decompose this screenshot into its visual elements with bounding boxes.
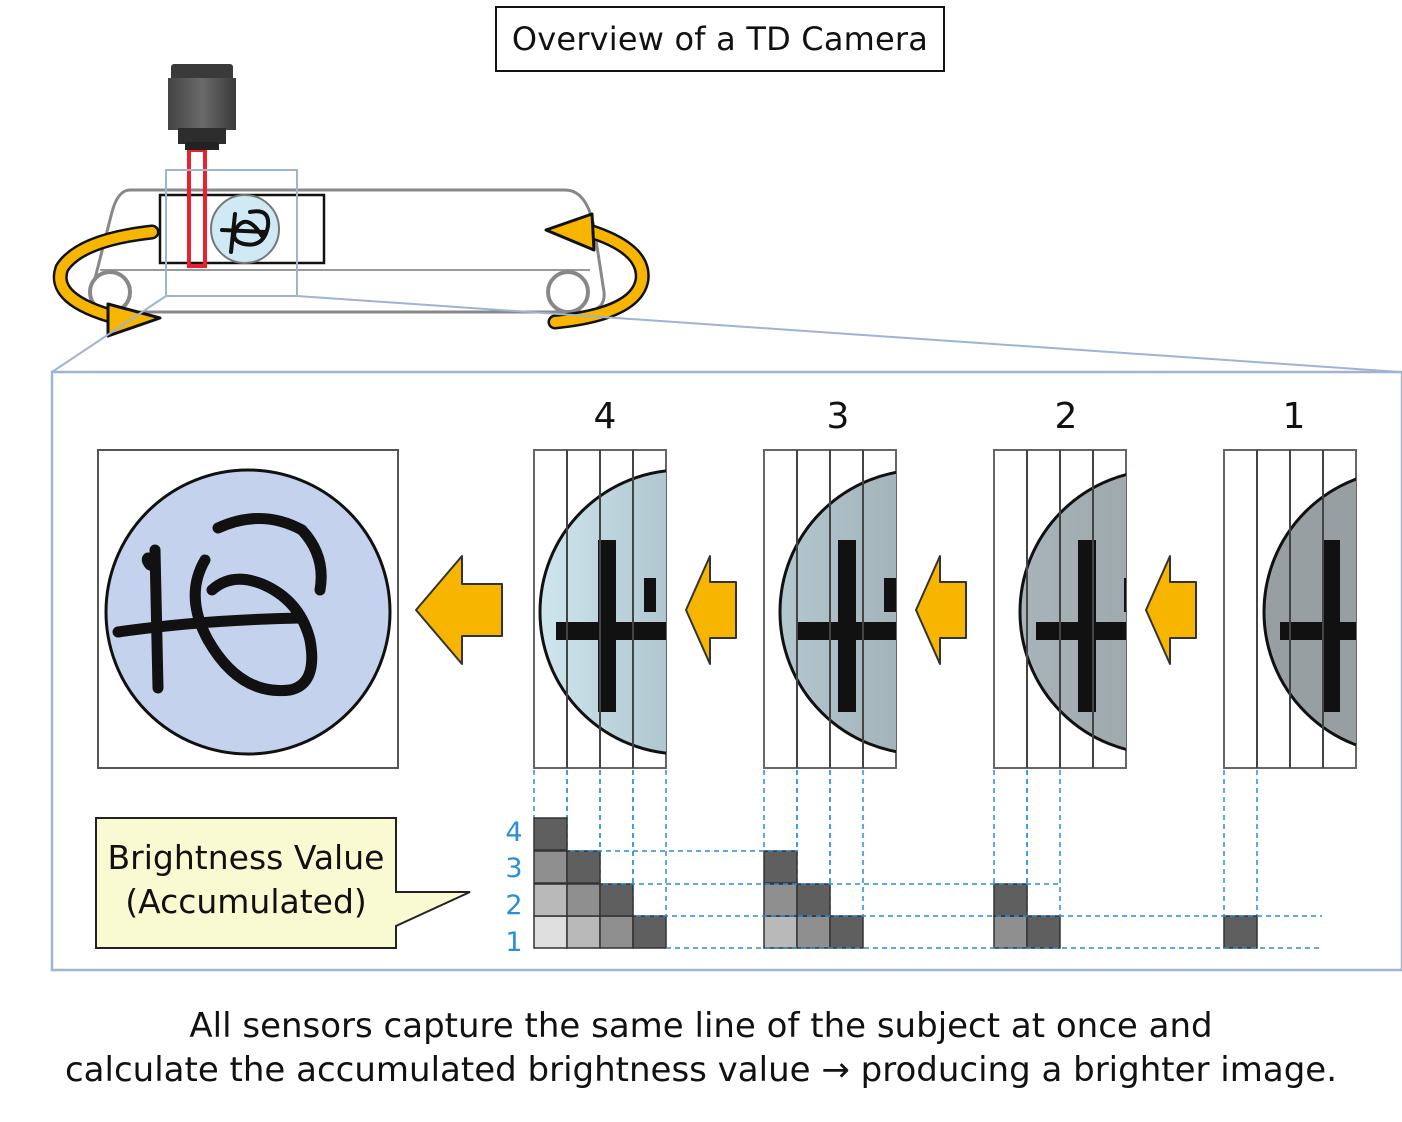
flow-arrows xyxy=(415,555,1197,665)
brightness-histogram xyxy=(1223,770,1258,949)
sensor-strip xyxy=(1223,449,1357,769)
brightness-cell xyxy=(993,915,1028,949)
flow-arrow-icon xyxy=(685,555,737,665)
brightness-cell xyxy=(533,850,568,884)
field-of-view-box xyxy=(165,169,298,297)
subject-disc xyxy=(1018,473,1126,751)
brightness-cell xyxy=(566,915,601,949)
brightness-histogram xyxy=(763,770,864,949)
stage-label: 3 xyxy=(826,396,850,437)
sensor-strip xyxy=(533,449,667,769)
stage-label: 2 xyxy=(1054,396,1078,437)
brightness-cell xyxy=(533,817,568,851)
page-title: Overview of a TD Camera xyxy=(495,6,945,72)
brightness-guides xyxy=(570,850,1322,949)
brightness-cell xyxy=(796,883,831,917)
object-mark-glyph xyxy=(220,209,271,254)
flow-arrow-icon xyxy=(415,555,503,665)
caption-line-2: calculate the accumulated brightness val… xyxy=(64,1050,1337,1090)
brightness-row-label: 1 xyxy=(505,927,523,958)
brightness-histogram xyxy=(993,770,1061,949)
right-rotation-arrow-icon xyxy=(544,212,650,330)
brightness-row-label: 2 xyxy=(505,890,523,921)
brightness-row-label: 4 xyxy=(505,817,523,848)
brightness-histogram xyxy=(533,770,667,949)
brightness-cell xyxy=(566,883,601,917)
result-disc xyxy=(104,468,392,756)
result-image xyxy=(97,449,399,769)
flow-arrow-icon xyxy=(915,555,967,665)
brightness-cell xyxy=(796,915,831,949)
brightness-cell xyxy=(993,883,1028,917)
brightness-cell xyxy=(1026,915,1061,949)
result-mark-glyph xyxy=(112,513,327,697)
sensor-strip xyxy=(763,449,897,769)
brightness-cell xyxy=(763,850,798,884)
brightness-cell xyxy=(763,915,798,949)
brightness-cell xyxy=(533,883,568,917)
brightness-cell xyxy=(533,915,568,949)
stage-label: 4 xyxy=(593,396,617,437)
sensor-strip xyxy=(993,449,1127,769)
conveyor-overview xyxy=(51,64,1401,373)
brightness-cell xyxy=(829,915,864,949)
brightness-cell xyxy=(599,883,634,917)
brightness-callout xyxy=(95,817,471,949)
callout-line-2: (Accumulated) xyxy=(125,882,367,921)
brightness-cell xyxy=(763,883,798,917)
callout-text: Brightness Value (Accumulated) xyxy=(98,836,394,924)
caption-line-1: All sensors capture the same line of the… xyxy=(189,1006,1213,1046)
caption: All sensors capture the same line of the… xyxy=(0,1004,1402,1092)
line-scan-camera-icon xyxy=(168,64,236,150)
brightness-cell xyxy=(599,915,634,949)
flow-arrow-icon xyxy=(1145,555,1197,665)
stage-label: 1 xyxy=(1282,396,1306,437)
callout-line-1: Brightness Value xyxy=(107,838,385,877)
brightness-row-label: 3 xyxy=(505,853,523,884)
brightness-cell xyxy=(632,915,667,949)
left-rotation-arrow-icon xyxy=(52,224,162,338)
brightness-cell xyxy=(1223,915,1258,949)
brightness-cell xyxy=(566,850,601,884)
right-roller xyxy=(546,270,590,314)
